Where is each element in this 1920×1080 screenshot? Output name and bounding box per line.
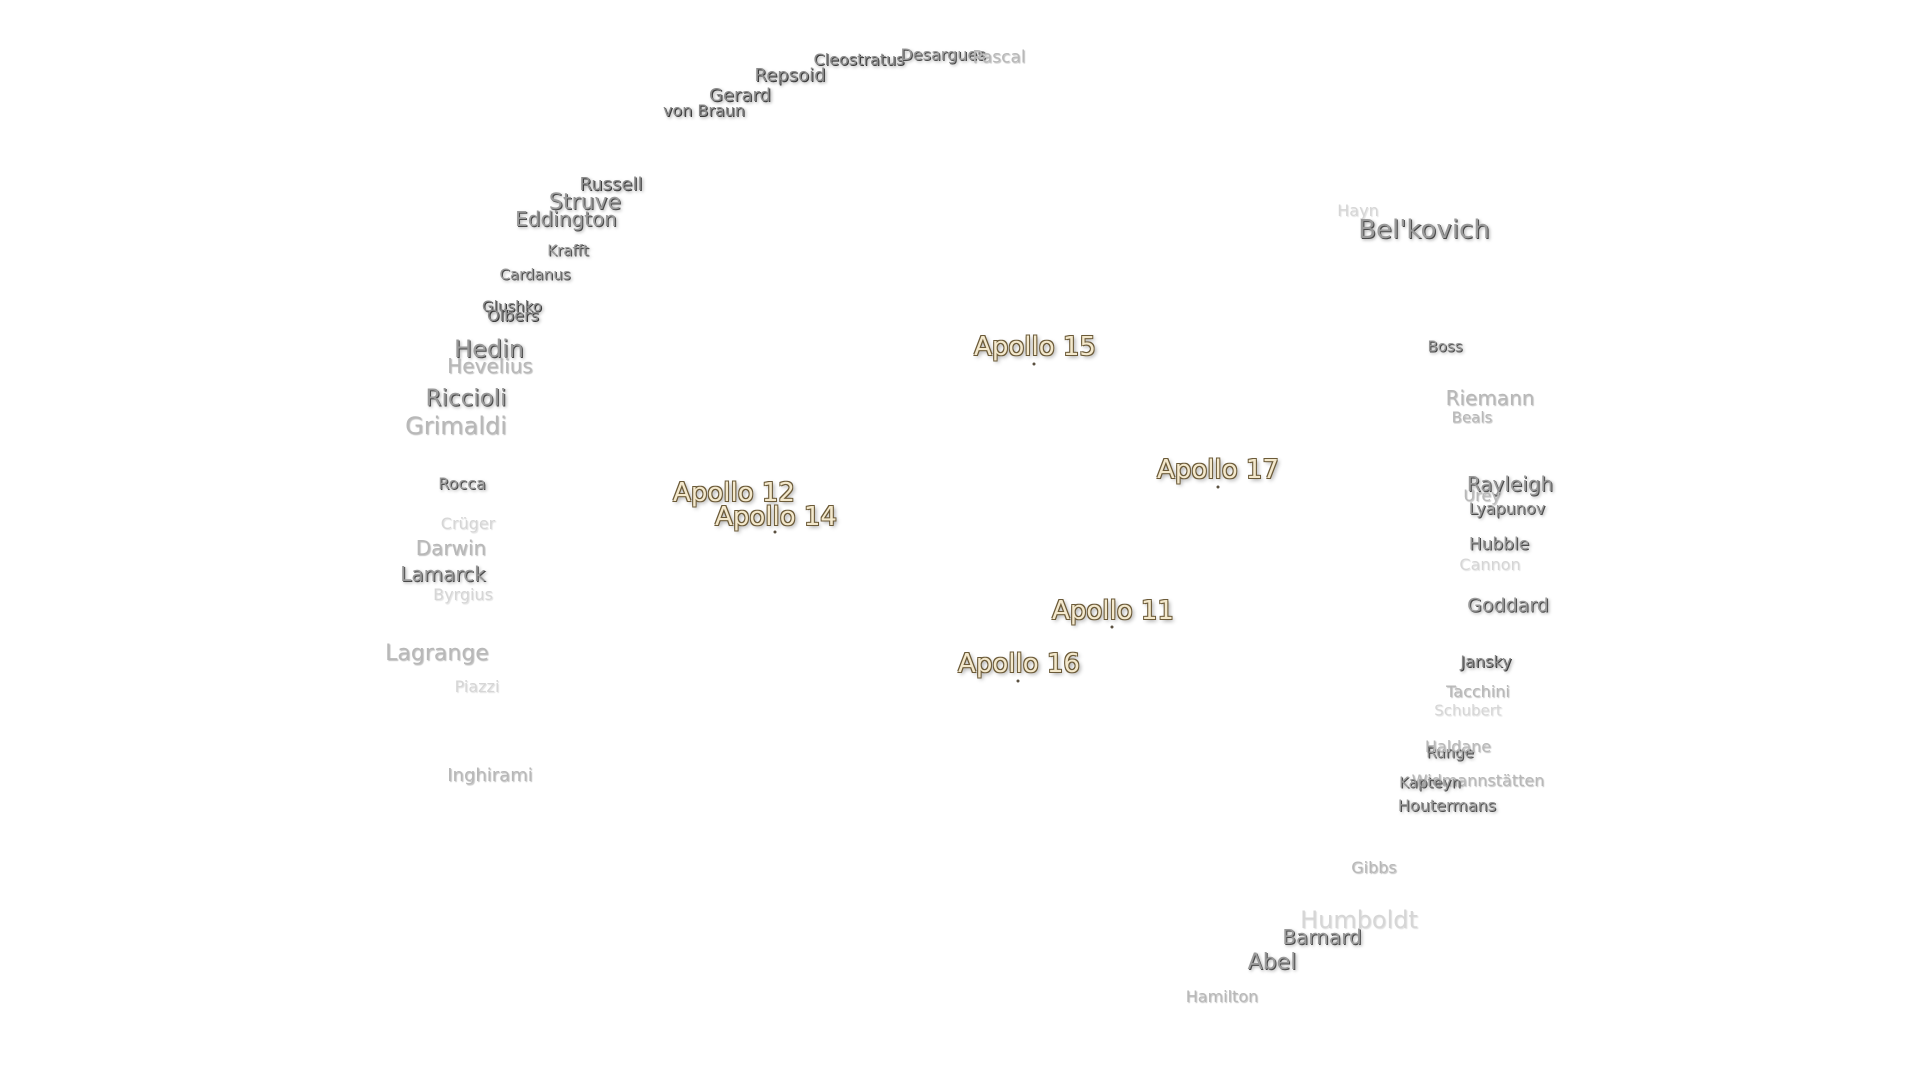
crater-label-glushko[interactable]: Glushko xyxy=(482,297,542,316)
apollo-16-label[interactable]: Apollo 16 xyxy=(958,649,1080,679)
crater-label-hamilton[interactable]: Hamilton xyxy=(1185,987,1259,1006)
crater-label-beals[interactable]: Beals xyxy=(1451,408,1493,427)
crater-label-goddard[interactable]: Goddard xyxy=(1467,594,1549,617)
crater-label-schubert[interactable]: Schubert xyxy=(1434,701,1502,720)
apollo-11-label[interactable]: Apollo 11 xyxy=(1052,596,1174,626)
crater-label-cannon[interactable]: Cannon xyxy=(1459,555,1521,574)
crater-label-tacchini[interactable]: Tacchini xyxy=(1446,682,1510,701)
crater-label-eddington[interactable]: Eddington xyxy=(515,207,617,231)
crater-label-struve[interactable]: Struve xyxy=(548,190,622,215)
crater-label-von-braun[interactable]: von Braun xyxy=(662,101,746,120)
crater-label-rayleigh[interactable]: Rayleigh xyxy=(1466,472,1554,496)
apollo-15-label[interactable]: Apollo 15 xyxy=(974,332,1096,362)
crater-label-riemann[interactable]: Riemann xyxy=(1445,386,1535,410)
crater-label-jansky[interactable]: Jansky xyxy=(1460,652,1512,671)
crater-label-pascal[interactable]: Pascal xyxy=(972,47,1026,68)
apollo-17-site-marker xyxy=(1216,485,1220,489)
crater-label-haldane[interactable]: Haldane xyxy=(1424,737,1492,756)
crater-label-hayn[interactable]: Hayn xyxy=(1337,201,1379,220)
crater-label-krafft[interactable]: Krafft xyxy=(547,241,589,260)
crater-label-humboldt[interactable]: Humboldt xyxy=(1300,906,1418,934)
crater-label-gibbs[interactable]: Gibbs xyxy=(1351,858,1397,877)
crater-label-belkovich[interactable]: Bel'kovich xyxy=(1358,215,1490,245)
apollo-14-label[interactable]: Apollo 14 xyxy=(715,502,837,532)
apollo-17-label[interactable]: Apollo 17 xyxy=(1157,455,1279,485)
crater-label-rocca[interactable]: Rocca xyxy=(438,474,486,493)
crater-label-houtermans[interactable]: Houtermans xyxy=(1397,796,1497,815)
crater-label-riccioli[interactable]: Riccioli xyxy=(425,385,507,412)
apollo-16-site-marker xyxy=(1016,679,1020,683)
crater-label-byrgius[interactable]: Byrgius xyxy=(433,585,493,604)
crater-label-desargues[interactable]: Desargues xyxy=(900,45,986,64)
crater-label-inghirami[interactable]: Inghirami xyxy=(447,765,533,786)
crater-label-darwin[interactable]: Darwin xyxy=(415,536,487,560)
crater-label-widmannstatten[interactable]: Widmannstätten xyxy=(1411,771,1545,790)
crater-label-grimaldi[interactable]: Grimaldi xyxy=(405,412,507,440)
crater-label-abel[interactable]: Abel xyxy=(1247,950,1297,975)
crater-label-cruger[interactable]: Crüger xyxy=(440,514,496,533)
crater-label-lyapunov[interactable]: Lyapunov xyxy=(1468,499,1546,518)
crater-label-piazzi[interactable]: Piazzi xyxy=(454,677,500,696)
crater-label-repsoid[interactable]: Repsoid xyxy=(754,65,826,86)
crater-label-lagrange[interactable]: Lagrange xyxy=(385,641,489,666)
crater-label-hevelius[interactable]: Hevelius xyxy=(447,354,533,378)
crater-label-urey[interactable]: Urey xyxy=(1463,486,1501,505)
crater-label-russell[interactable]: Russell xyxy=(579,174,643,195)
crater-label-gerard[interactable]: Gerard xyxy=(709,85,771,106)
crater-label-barnard[interactable]: Barnard xyxy=(1282,925,1362,949)
crater-label-kapteyn[interactable]: Kapteyn xyxy=(1399,773,1461,792)
crater-label-lamarck[interactable]: Lamarck xyxy=(400,562,486,586)
crater-label-hubble[interactable]: Hubble xyxy=(1468,534,1530,555)
crater-label-boss[interactable]: Boss xyxy=(1427,337,1463,356)
crater-label-cardanus[interactable]: Cardanus xyxy=(499,265,571,284)
apollo-15-site-marker xyxy=(1032,362,1036,366)
apollo-11-site-marker xyxy=(1110,625,1114,629)
apollo-14-site-marker xyxy=(773,530,777,534)
crater-label-runge[interactable]: Runge xyxy=(1426,743,1474,762)
crater-label-olbers[interactable]: Olbers xyxy=(487,306,539,325)
crater-label-hedin[interactable]: Hedin xyxy=(454,335,524,363)
crater-label-cleostratus[interactable]: Cleostratus xyxy=(813,50,905,69)
apollo-12-label[interactable]: Apollo 12 xyxy=(673,478,795,508)
